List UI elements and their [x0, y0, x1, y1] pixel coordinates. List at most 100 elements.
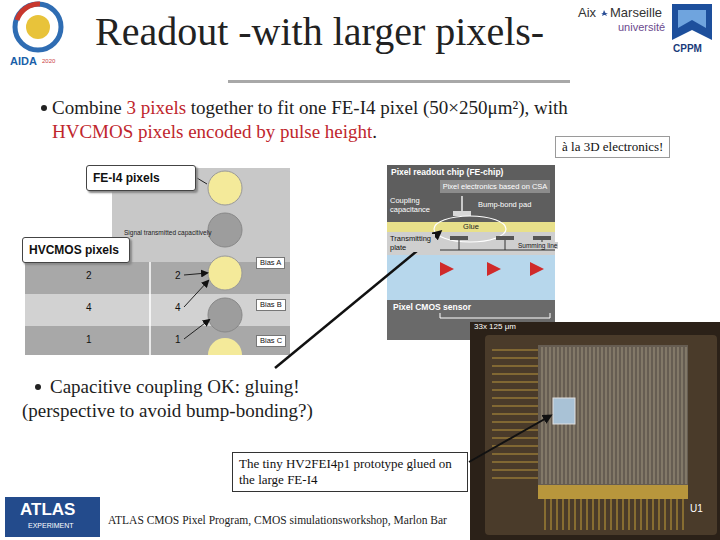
- pcb: [485, 335, 717, 535]
- trace: [492, 382, 538, 383]
- pulse-height-code: 4: [175, 302, 181, 313]
- note-box: à la 3D electronics!: [555, 136, 670, 158]
- pulse-height-code: 1: [86, 334, 92, 345]
- summing-line: [440, 250, 555, 251]
- trace: [664, 499, 666, 530]
- fei4-pixel: [208, 256, 242, 290]
- pointer-arrow: [469, 416, 550, 462]
- trace: [492, 350, 538, 351]
- trace: [658, 499, 660, 530]
- trace: [568, 499, 570, 530]
- hvcmos-chip: [553, 398, 575, 424]
- dimension-bracket: [440, 313, 550, 318]
- logo-star: [601, 10, 608, 16]
- text-line: HVCMOS pixels encoded by pulse height.: [52, 120, 377, 144]
- part-label: Bump-bond pad: [478, 200, 531, 209]
- bullet-text: .: [372, 121, 377, 142]
- trace: [580, 499, 582, 530]
- glue-band: Glue: [387, 222, 555, 232]
- amplifier-symbol: [530, 262, 544, 276]
- bullet: [35, 384, 41, 390]
- cppm-logo: [672, 4, 712, 40]
- logo-text: Aix: [578, 5, 596, 20]
- fei4-pixel: [208, 298, 242, 332]
- trace: [634, 499, 636, 530]
- logo-text: ATLAS: [20, 500, 75, 520]
- pulse-height-code: 1: [175, 334, 181, 345]
- logo-text: université: [618, 21, 665, 33]
- trace: [550, 499, 552, 530]
- node-text: The tiny HV2FEI4p1 prototype glued on th…: [233, 453, 467, 491]
- trace: [610, 499, 612, 530]
- trace: [492, 438, 538, 439]
- atlas-logo: [5, 497, 100, 537]
- bullet-text: together to fit one FE-I4 pixel (50×250μ…: [191, 97, 568, 118]
- node-text: à la 3D electronics!: [556, 137, 669, 157]
- amplifier-symbol: [487, 262, 501, 276]
- hvcmos-row: [25, 294, 290, 326]
- board-marking: U1: [690, 503, 703, 514]
- footer-text: ATLAS CMOS Pixel Program, CMOS simulatio…: [108, 514, 447, 526]
- logo-text: CPPM: [673, 43, 702, 54]
- pixel-divider: [149, 262, 151, 355]
- logo-text: Marseille: [610, 5, 662, 20]
- trace: [492, 366, 538, 367]
- trace: [492, 374, 538, 375]
- signal-line: [184, 273, 207, 275]
- slide-title: Readout -with larger pixels-: [95, 8, 544, 55]
- node-text: Pixel readout chip (FE-chip): [387, 165, 555, 179]
- trace: [640, 499, 642, 530]
- trace: [492, 398, 538, 399]
- trace: [492, 390, 538, 391]
- transmitting-plate: [496, 236, 514, 240]
- trace: [592, 499, 594, 530]
- bullet-text: 3 pixels: [126, 97, 186, 118]
- photo-bg: [470, 322, 720, 540]
- pulse-height-code: 2: [86, 270, 92, 281]
- bump-bond-pad: [453, 211, 471, 216]
- sensor-bulk: [387, 255, 555, 300]
- trace: [492, 422, 538, 423]
- label-box: HVCMOS pixels: [22, 237, 130, 263]
- logo-text: EXPERIMENT: [28, 522, 74, 529]
- hvcmos-row: [25, 262, 290, 294]
- trace: [604, 499, 606, 530]
- trace: [598, 499, 600, 530]
- trace: [492, 430, 538, 431]
- callout-box: The tiny HV2FEI4p1 prototype glued on th…: [232, 452, 468, 492]
- wire: [505, 240, 506, 250]
- node-text: Glue: [387, 222, 555, 232]
- part-label: Coupling capacitance: [390, 196, 436, 214]
- fei4-pixel: [208, 338, 242, 355]
- transmitting-plate: [450, 236, 468, 240]
- node-text: Bias A: [257, 258, 284, 268]
- trace: [622, 499, 624, 530]
- node-text: Bias C: [257, 336, 285, 346]
- amplifier-symbol: [440, 262, 454, 276]
- trace: [492, 470, 538, 471]
- bullet-text: Combine: [52, 97, 122, 118]
- pulse-height-code: 4: [86, 302, 92, 313]
- logo-text: AIDA: [10, 55, 37, 67]
- trace: [682, 499, 684, 530]
- trace: [562, 499, 564, 530]
- cross-section-bg: [387, 165, 555, 340]
- signal-note: Signal transmitted capacitively: [124, 229, 211, 236]
- logo-text: 2020: [42, 58, 55, 64]
- readout-chip: [387, 165, 555, 222]
- trace: [652, 499, 654, 530]
- node-text: FE-I4 pixels: [87, 166, 195, 190]
- fei4-pixel: [208, 213, 242, 247]
- cppm-logo-inner: [678, 10, 706, 28]
- trace: [556, 499, 558, 530]
- bullet-text: HVCMOS pixels encoded by pulse height: [52, 121, 372, 142]
- trace: [492, 358, 538, 359]
- trace: [492, 462, 538, 463]
- trace: [492, 478, 538, 479]
- csa-band: [440, 180, 550, 193]
- transmitting-plate: [533, 236, 551, 240]
- signal-line: [184, 320, 209, 339]
- trace: [646, 499, 648, 530]
- dimension-label: 33x 125 μm: [474, 322, 516, 331]
